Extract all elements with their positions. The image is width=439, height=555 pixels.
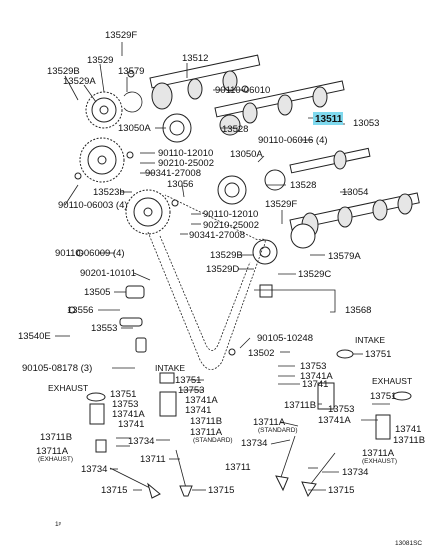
- label-13734-middle[interactable]: 13734: [128, 436, 154, 447]
- label-90210-25002-2[interactable]: 90210-25002: [203, 220, 259, 231]
- label-13529A[interactable]: 13529A: [63, 76, 96, 87]
- label-90110-06009[interactable]: 90110-06009 (4): [55, 248, 125, 259]
- label-13741A-left[interactable]: 13741A: [112, 409, 145, 420]
- label-13053[interactable]: 13053: [353, 118, 379, 129]
- heading-exhaust-left: EXHAUST: [48, 383, 88, 393]
- part-labels: 13529F 13529 13512 13529B 13529A 13579 9…: [18, 30, 425, 547]
- label-13711A-right[interactable]: 13711A: [253, 417, 286, 428]
- label-13529C[interactable]: 13529C: [298, 269, 331, 280]
- leader-lines: [55, 42, 390, 491]
- label-13741A-intake-right[interactable]: 13741A: [300, 371, 333, 382]
- label-13540E[interactable]: 13540E: [18, 331, 51, 342]
- valve-train-exhaust-left: [86, 392, 161, 499]
- label-13529[interactable]: 13529: [87, 55, 113, 66]
- timing-chain: [147, 194, 266, 370]
- label-13556[interactable]: 13556: [67, 305, 93, 316]
- corner-mark: 1ᵖ: [55, 521, 62, 528]
- label-13741-left[interactable]: 13741: [118, 419, 144, 430]
- label-13751-left[interactable]: 13751: [110, 389, 136, 400]
- heading-exhaust-right: EXHAUST: [372, 376, 412, 386]
- label-13529F-2[interactable]: 13529F: [265, 199, 297, 210]
- label-13711A-left[interactable]: 13711A: [36, 446, 69, 457]
- label-13715-left[interactable]: 13715: [101, 485, 127, 496]
- label-13753-left[interactable]: 13753: [112, 399, 138, 410]
- label-13711B-right2[interactable]: 13711B: [393, 435, 425, 446]
- label-13502[interactable]: 13502: [248, 348, 274, 359]
- label-13741-right[interactable]: 13741: [395, 424, 421, 435]
- label-90110-06003[interactable]: 90110-06003 (4): [58, 200, 128, 211]
- label-90201-10101[interactable]: 90201-10101: [80, 268, 136, 279]
- label-13050A-2[interactable]: 13050A: [230, 149, 263, 160]
- camshaft-timing-pulley-left: [79, 137, 125, 183]
- label-13711-middle[interactable]: 13711: [140, 454, 166, 465]
- label-exhaust-tag-right: (EXHAUST): [362, 458, 397, 465]
- label-13711A-middle[interactable]: 13711A: [190, 427, 223, 438]
- label-13553[interactable]: 13553: [91, 323, 117, 334]
- heading-intake-middle: INTAKE: [155, 363, 185, 373]
- label-13529F[interactable]: 13529F: [105, 30, 137, 41]
- label-13711B-right[interactable]: 13711B: [284, 400, 316, 411]
- heading-intake-right: INTAKE: [355, 335, 385, 345]
- label-13528[interactable]: 13528: [222, 124, 248, 135]
- chain-tensioner: [119, 284, 336, 353]
- label-13734-left[interactable]: 13734: [81, 464, 107, 475]
- label-13711B-middle[interactable]: 13711B: [190, 416, 222, 427]
- label-13734-right2[interactable]: 13734: [342, 467, 368, 478]
- label-13715-middle[interactable]: 13715: [208, 485, 234, 496]
- label-13711A-right2[interactable]: 13711A: [362, 448, 395, 459]
- label-exhaust-tag-left: (EXHAUST): [38, 456, 73, 463]
- bolt-icons: [68, 70, 249, 356]
- label-13751-intake-right[interactable]: 13751: [365, 349, 391, 360]
- label-13753-middle[interactable]: 13753: [178, 385, 204, 396]
- label-13711-center[interactable]: 13711: [225, 462, 251, 473]
- figure-code: 13081SC: [395, 540, 422, 547]
- label-13050A[interactable]: 13050A: [118, 123, 151, 134]
- label-13568[interactable]: 13568: [345, 305, 371, 316]
- intake-camshaft: [149, 54, 345, 124]
- label-13741-middle[interactable]: 13741: [185, 405, 211, 416]
- label-90341-27008-2[interactable]: 90341-27008: [189, 230, 245, 241]
- label-13054[interactable]: 13054: [342, 187, 368, 198]
- label-90105-10248[interactable]: 90105-10248: [257, 333, 313, 344]
- label-90105-08178[interactable]: 90105-08178 (3): [22, 363, 92, 374]
- label-90110-12010[interactable]: 90110-12010: [158, 148, 213, 159]
- label-13523[interactable]: 13523b: [93, 187, 125, 198]
- label-13741-intake-right[interactable]: 13741: [302, 379, 328, 390]
- label-13512[interactable]: 13512: [182, 53, 208, 64]
- label-90110-06010[interactable]: 90110-06010: [215, 85, 270, 96]
- label-90110-12010-2[interactable]: 90110-12010: [203, 209, 258, 220]
- label-13579[interactable]: 13579: [118, 66, 144, 77]
- label-13529B[interactable]: 13529B: [47, 66, 80, 77]
- label-13056[interactable]: 13056: [167, 179, 193, 190]
- label-13741A-middle[interactable]: 13741A: [185, 395, 218, 406]
- label-90110-06016[interactable]: 90110-06016 (4): [258, 135, 328, 146]
- label-13753-right[interactable]: 13753: [328, 404, 354, 415]
- label-90341-27008[interactable]: 90341-27008: [145, 168, 201, 179]
- label-90210-25002[interactable]: 90210-25002: [158, 158, 214, 169]
- label-13511[interactable]: 13511: [315, 114, 343, 125]
- label-13711B-left[interactable]: 13711B: [40, 432, 72, 443]
- label-13751-right[interactable]: 13751: [370, 391, 396, 402]
- label-13529D[interactable]: 13529D: [206, 264, 239, 275]
- camshaft-timing-pulley-lower: [125, 189, 171, 235]
- label-13753-intake-right[interactable]: 13753: [300, 361, 326, 372]
- label-13741A-right[interactable]: 13741A: [318, 415, 351, 426]
- highlight-13511: [313, 112, 343, 125]
- label-standard-middle: (STANDARD): [193, 437, 233, 444]
- valve-train-intake-right: [275, 349, 354, 492]
- label-13528-2[interactable]: 13528: [290, 180, 316, 191]
- label-standard-right: (STANDARD): [258, 427, 298, 434]
- label-13529B-2[interactable]: 13529B: [210, 250, 243, 261]
- valve-train-intake-middle: [159, 372, 193, 497]
- label-13715-right[interactable]: 13715: [328, 485, 354, 496]
- label-13579A[interactable]: 13579A: [328, 251, 361, 262]
- label-13751-middle[interactable]: 13751: [175, 375, 201, 386]
- label-13734-right[interactable]: 13734: [241, 438, 267, 449]
- label-13505[interactable]: 13505: [84, 287, 110, 298]
